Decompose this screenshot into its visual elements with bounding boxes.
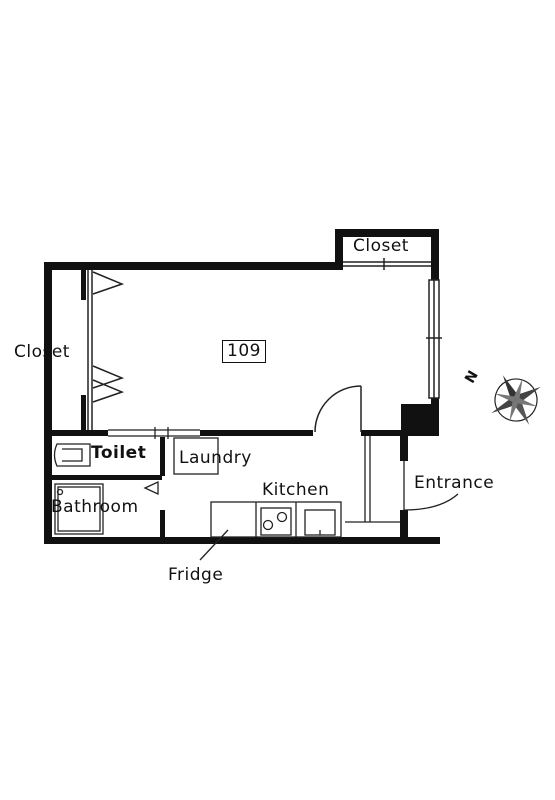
toilet-label: Toilet (91, 443, 147, 463)
interior-walls (44, 270, 408, 544)
compass-rose (491, 375, 541, 425)
main-room-door (313, 385, 362, 438)
fridge-pointer (199, 529, 229, 561)
entrance-label: Entrance (414, 473, 495, 493)
kitchen-counter (210, 501, 342, 538)
laundry-area (173, 437, 219, 475)
closet-left-label: Closet (14, 342, 70, 362)
closet-left-doors (87, 270, 125, 430)
window-right (426, 279, 442, 399)
laundry-label: Laundry (179, 448, 252, 468)
closet-top-label: Closet (353, 236, 409, 256)
bottom-wall-openings (108, 427, 200, 439)
closet-top-door (343, 258, 431, 270)
unit-number-label: 109 (222, 340, 266, 363)
bathroom-label: Bathroom (51, 497, 139, 517)
fridge-label: Fridge (168, 565, 224, 585)
bathtub-fixture (54, 480, 159, 535)
toilet-fixture (53, 443, 91, 467)
kitchen-label: Kitchen (262, 480, 330, 500)
entrance-area (345, 436, 459, 523)
